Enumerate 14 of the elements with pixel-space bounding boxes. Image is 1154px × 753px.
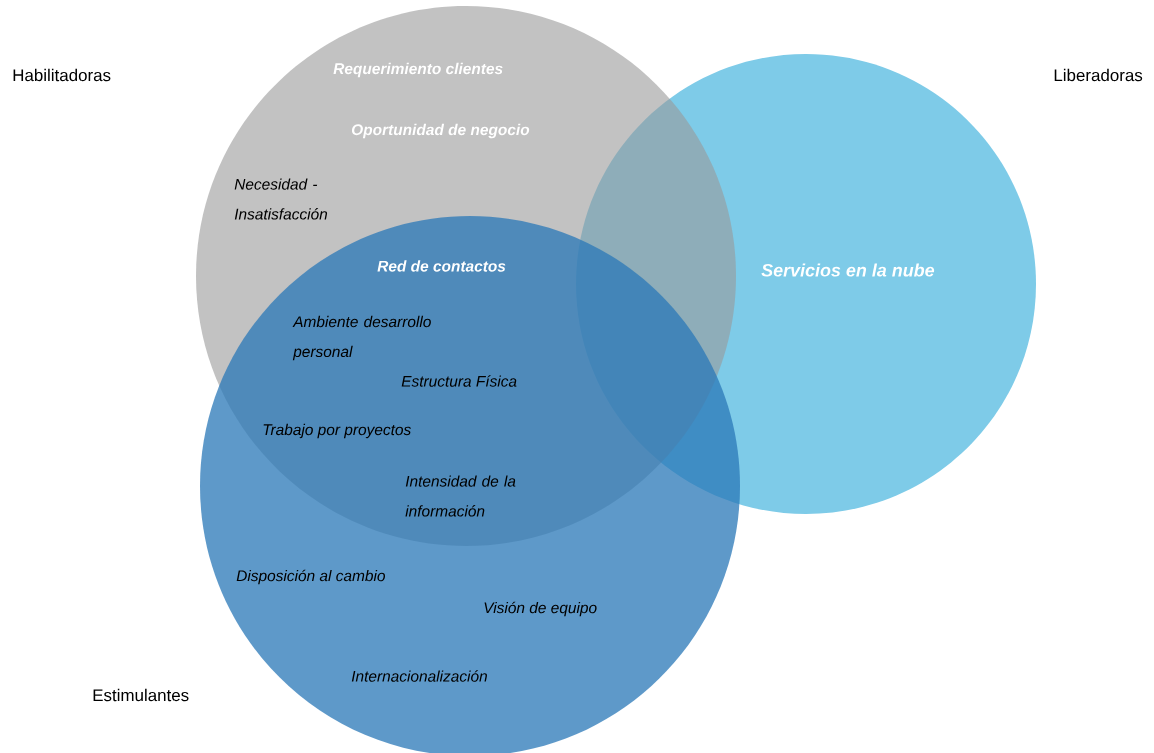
factor-text: Ambiente desarrollo personal [292,315,431,361]
factor-text: Necesidad - Insatisfacción [234,178,328,220]
factor-text: Servicios en la nube [761,263,935,277]
factor-text: Trabajo por proyectos [263,423,411,439]
factor-text: Estructura Física [401,375,517,387]
group-heading: Liberadoras [1054,68,1143,82]
factor-text: Visión de equipo [484,601,597,617]
factor-text: Disposición al cambio [236,569,385,585]
group-heading: Habilitadoras [13,68,111,82]
factor-text: Red de contactos [377,260,506,272]
factor-text: Requerimiento clientes [333,62,503,78]
factor-text: Intensidad de la información [405,475,516,517]
factor-text: Internacionalización [351,670,487,682]
factor-text: Oportunidad de negocio [351,123,530,139]
